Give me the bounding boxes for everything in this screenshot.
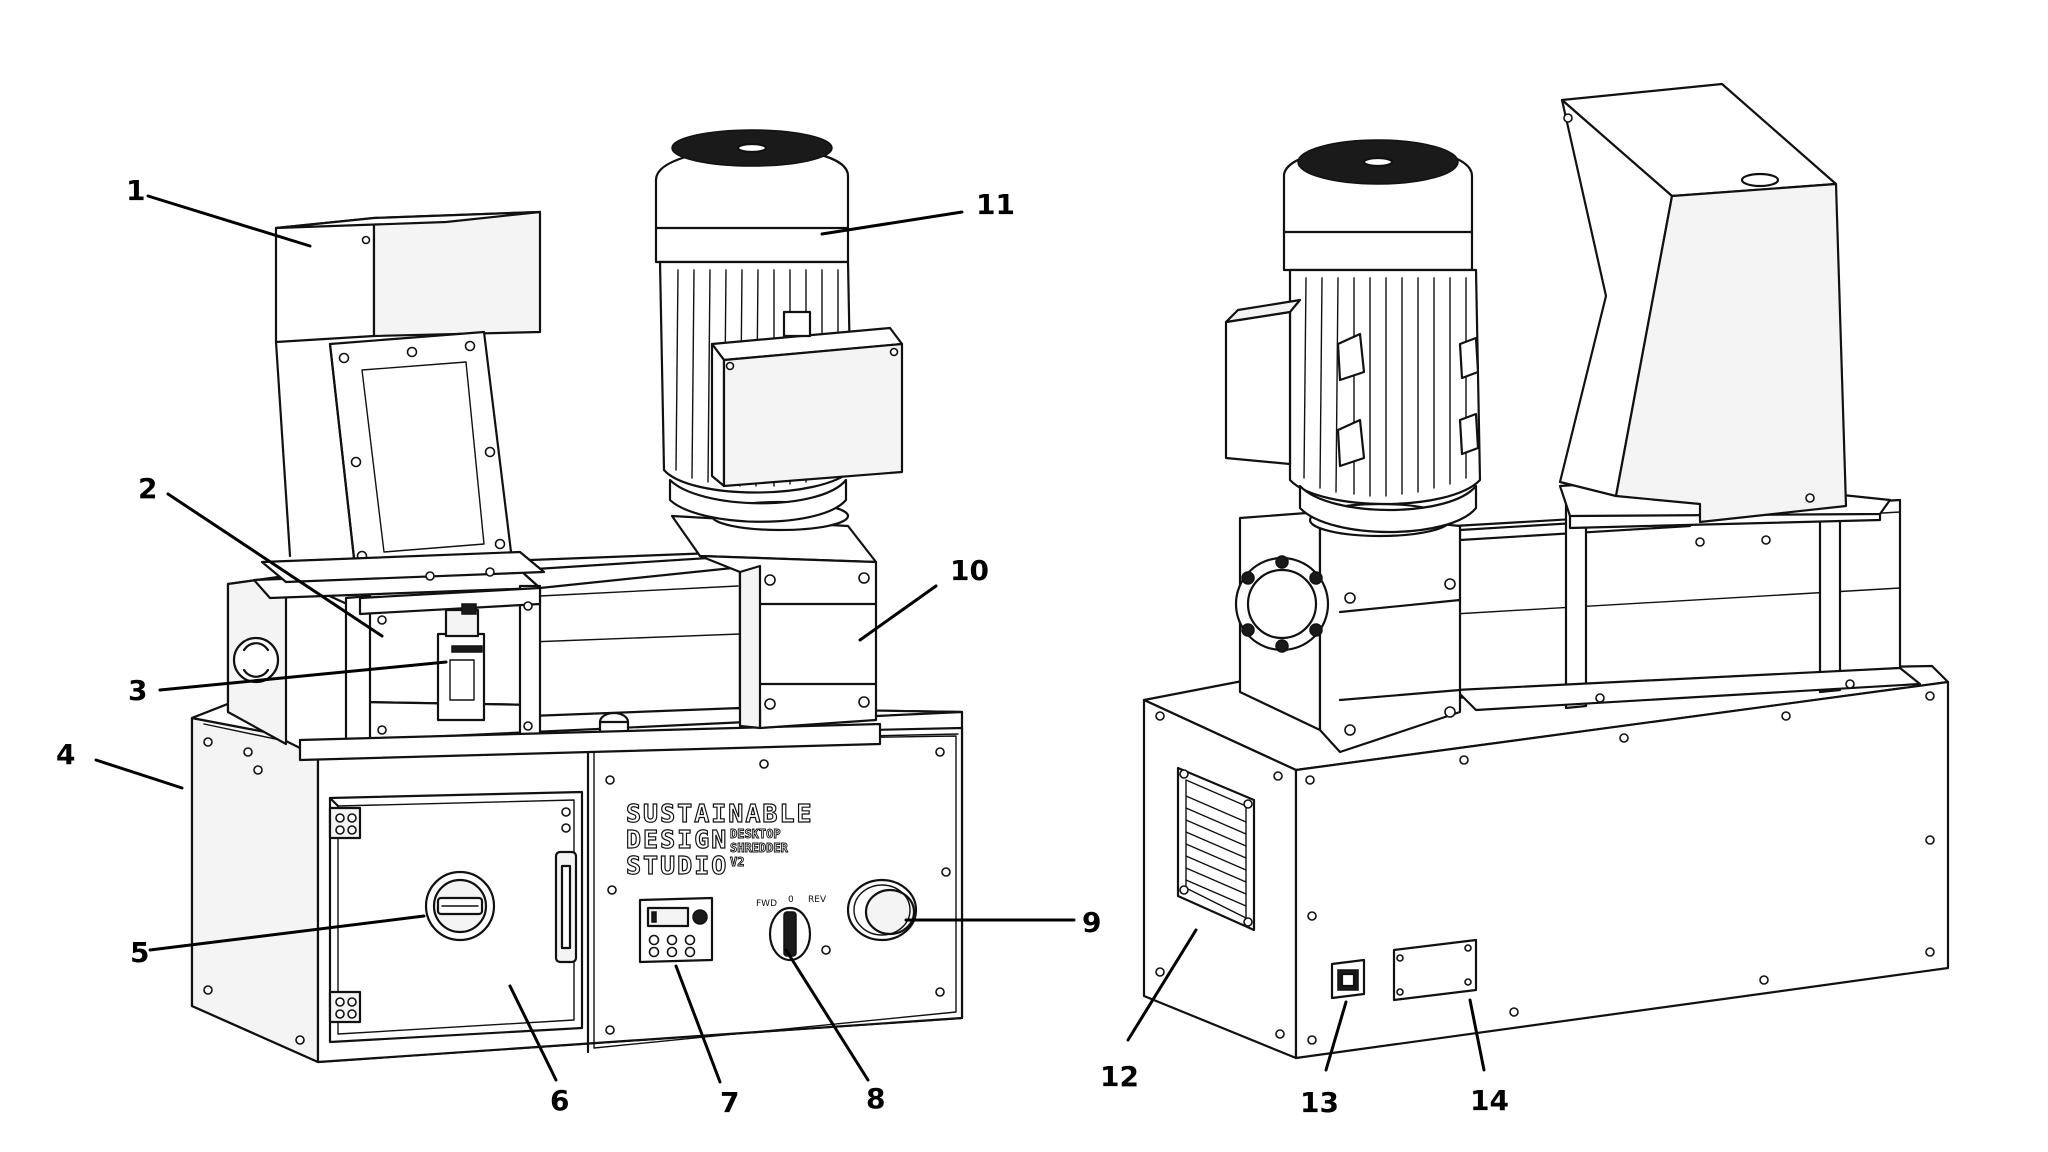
- power-inlet: [1330, 958, 1366, 1000]
- rating-plate: [1392, 938, 1478, 1002]
- switch-label-mid: 0: [788, 895, 794, 905]
- callout-5: 5: [130, 936, 149, 969]
- brand-line2: DESIGN: [626, 825, 728, 854]
- feed-hopper: [260, 210, 546, 584]
- callout-2: 2: [138, 472, 157, 505]
- product-line2: SHREDDER: [730, 841, 789, 855]
- brand-line1: SUSTAINABLE: [626, 799, 814, 828]
- rear-base-housing: [1142, 664, 1950, 1060]
- brand-logo: SUSTAINABLE DESIGN STUDIO DESKTOP SHREDD…: [625, 798, 814, 880]
- callout-4: 4: [56, 738, 75, 771]
- callout-12: 12: [1100, 1060, 1139, 1093]
- front-leaders: [94, 194, 1076, 1084]
- switch-label-left: FWD: [756, 899, 777, 909]
- callout-7: 7: [720, 1086, 739, 1119]
- callout-3: 3: [128, 674, 147, 707]
- display-controller: [638, 896, 714, 964]
- callout-labels: 1 2 3 4 5 6 7 8 9 10 11 12 13 14: [56, 174, 1509, 1119]
- callout-11: 11: [976, 188, 1015, 221]
- direction-selector: FWD 0 REV: [756, 895, 827, 962]
- rear-feed-hopper: [1558, 82, 1848, 524]
- callout-9: 9: [1082, 906, 1101, 939]
- brand-line3: STUDIO: [626, 851, 728, 880]
- product-line1: DESKTOP: [730, 827, 781, 841]
- callout-8: 8: [866, 1082, 885, 1115]
- rear-view: [1126, 82, 1950, 1072]
- callout-6: 6: [550, 1084, 569, 1117]
- rear-gearbox: [1234, 502, 1462, 754]
- rear-leaders: [1126, 928, 1486, 1072]
- main-disconnect-switch: [424, 870, 496, 942]
- callout-10: 10: [950, 554, 989, 587]
- emergency-stop: [846, 878, 918, 942]
- rear-cutting-chamber: [1452, 476, 1922, 712]
- front-view: SUSTAINABLE DESIGN STUDIO DESKTOP SHREDD…: [94, 129, 1076, 1084]
- callout-13: 13: [1300, 1086, 1339, 1119]
- electric-motor: [654, 129, 904, 523]
- product-line3: V2: [730, 855, 744, 869]
- callout-14: 14: [1470, 1084, 1509, 1117]
- rear-electric-motor: [1224, 139, 1482, 533]
- callout-1: 1: [126, 174, 145, 207]
- switch-label-right: REV: [808, 895, 827, 905]
- ventilation-grille: [1176, 766, 1256, 932]
